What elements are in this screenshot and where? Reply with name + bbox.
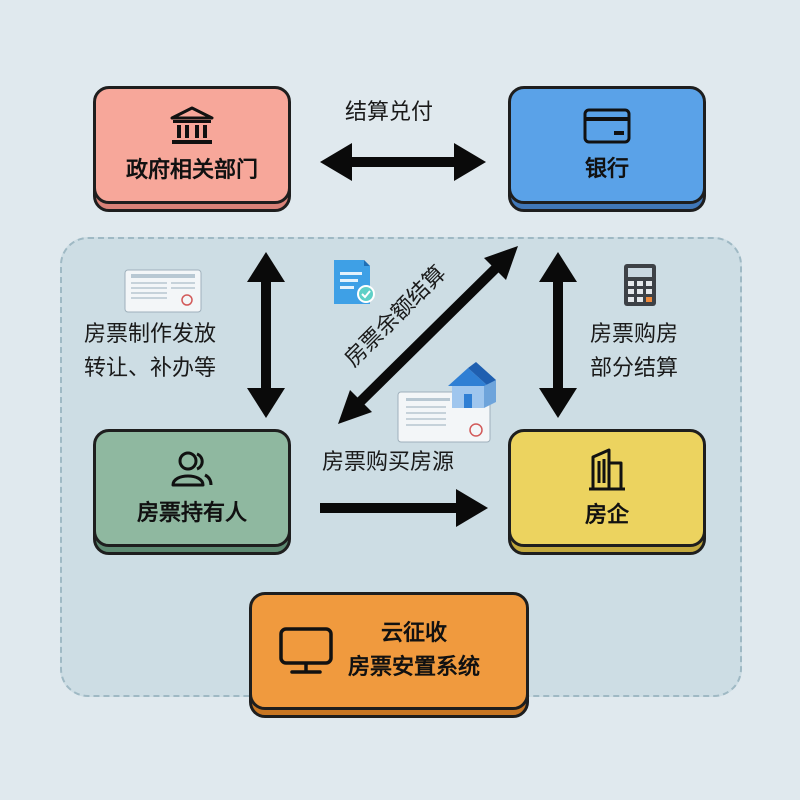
- system-node[interactable]: 云征收 房票安置系统: [249, 592, 529, 710]
- arrow-holder-developer: [320, 489, 488, 527]
- government-node[interactable]: 政府相关部门: [93, 86, 291, 204]
- credit-card-icon: [582, 107, 632, 145]
- system-label-line2: 房票安置系统: [348, 655, 481, 680]
- edge-label-gov-holder-line2: 转让、补办等: [84, 356, 217, 381]
- edge-label-holder-developer: 房票购买房源: [322, 450, 455, 475]
- edge-label-gov-holder: 房票制作发放 转让、补办等: [84, 318, 216, 386]
- monitor-icon: [278, 626, 334, 676]
- arrow-bank-developer: [539, 252, 577, 418]
- office-building-icon: [587, 447, 627, 491]
- edge-label-bank-developer: 房票购房 部分结算: [590, 318, 678, 386]
- government-label: 政府相关部门: [125, 158, 258, 183]
- system-label-group: 云征收 房票安置系统: [348, 617, 480, 685]
- holder-node[interactable]: 房票持有人: [93, 429, 291, 547]
- edge-label-gov-holder-line1: 房票制作发放: [84, 322, 217, 347]
- edge-label-bank-developer-line2: 部分结算: [590, 356, 679, 381]
- arrow-gov-bank: [320, 143, 486, 181]
- holder-label: 房票持有人: [136, 501, 247, 526]
- developer-label: 房企: [584, 503, 629, 528]
- users-icon: [169, 449, 215, 489]
- edge-label-gov-bank: 结算兑付: [345, 100, 434, 125]
- system-label-line1: 云征收: [381, 621, 448, 646]
- bank-building-icon: [169, 106, 215, 146]
- developer-node[interactable]: 房企: [508, 429, 706, 547]
- arrow-bank-holder: [338, 246, 518, 424]
- arrow-gov-holder: [247, 252, 285, 418]
- bank-node[interactable]: 银行: [508, 86, 706, 204]
- bank-label: 银行: [584, 157, 629, 182]
- edge-label-bank-developer-line1: 房票购房: [590, 322, 679, 347]
